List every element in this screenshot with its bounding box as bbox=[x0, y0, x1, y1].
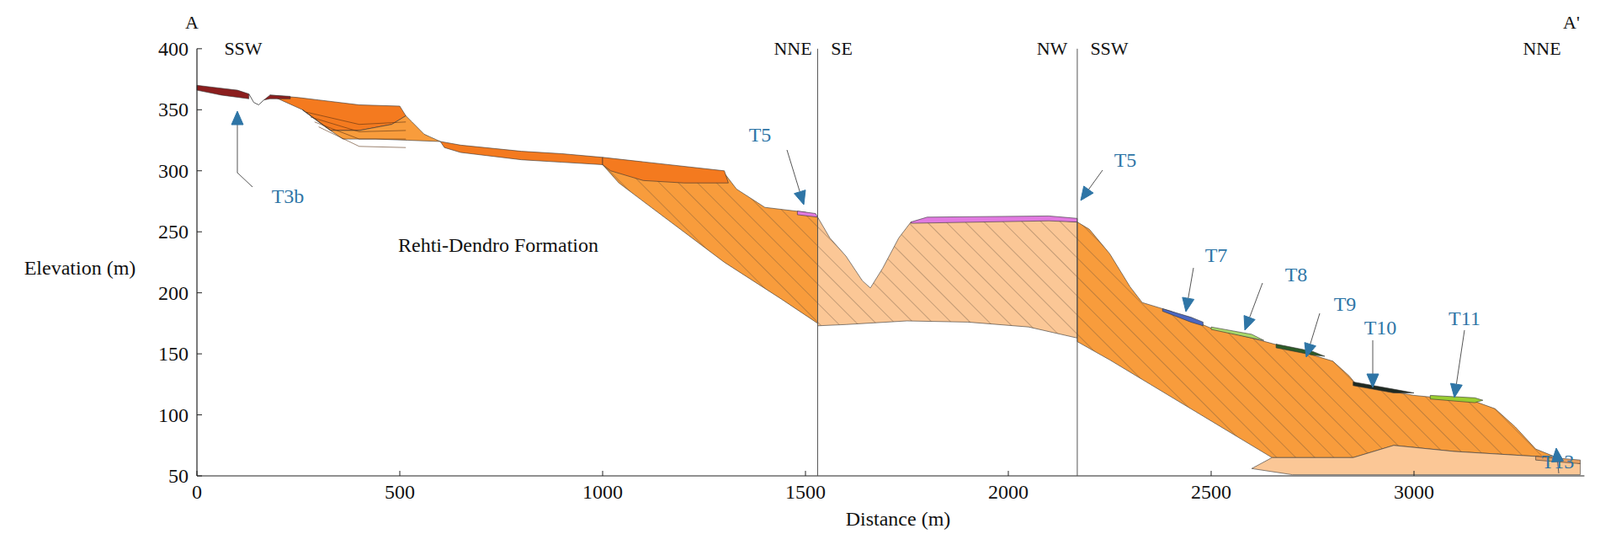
formation-name: Rehti-Dendro Formation bbox=[398, 234, 599, 256]
strata-unit bbox=[1353, 381, 1414, 393]
leader-line bbox=[237, 124, 253, 187]
axis-title: Elevation (m) bbox=[24, 257, 137, 278]
terrace-label: T5 bbox=[749, 124, 772, 145]
x-axis bbox=[196, 474, 1585, 476]
tick bbox=[196, 170, 202, 171]
tick-label: 350 bbox=[158, 99, 189, 120]
terrace-label: T9 bbox=[1334, 293, 1357, 314]
bedding-line bbox=[318, 127, 407, 149]
strata-hatch bbox=[1077, 222, 1561, 459]
strata-unit bbox=[1251, 445, 1580, 475]
tick bbox=[805, 470, 807, 476]
leader-line bbox=[1188, 267, 1194, 298]
bedding-line bbox=[314, 122, 406, 139]
tick bbox=[399, 470, 401, 476]
arrow-head bbox=[1366, 373, 1379, 388]
tick bbox=[196, 231, 202, 233]
tick-label: 1000 bbox=[582, 481, 623, 502]
tick bbox=[1008, 470, 1010, 476]
terrace-label: T10 bbox=[1364, 317, 1398, 338]
tick-label: 500 bbox=[384, 481, 415, 502]
direction: NNE bbox=[773, 39, 812, 59]
strata-unit bbox=[302, 109, 441, 142]
direction: NW bbox=[1036, 39, 1069, 59]
terrace-label: T5 bbox=[1114, 149, 1138, 171]
tick-label: 50 bbox=[168, 465, 189, 486]
channel bbox=[249, 94, 265, 106]
tick bbox=[196, 292, 202, 293]
direction: SSW bbox=[1089, 39, 1128, 59]
bedding-line bbox=[306, 111, 406, 125]
strata-unit bbox=[1077, 222, 1561, 459]
tick-label: 2500 bbox=[1190, 481, 1232, 502]
arrow-head bbox=[794, 190, 806, 205]
direction: NNE bbox=[1522, 39, 1561, 59]
tick-label: 2000 bbox=[988, 481, 1029, 502]
direction: SE bbox=[830, 39, 853, 59]
tick bbox=[196, 414, 202, 415]
strata-unit bbox=[797, 211, 818, 218]
terrace-label: T8 bbox=[1285, 264, 1308, 285]
leader-line bbox=[1372, 340, 1374, 374]
section-end: A bbox=[185, 13, 199, 32]
section-bend bbox=[817, 48, 819, 476]
tick-label: 250 bbox=[158, 221, 189, 242]
strata-hatch bbox=[818, 217, 1078, 339]
y-axis bbox=[196, 48, 197, 476]
strata-unit bbox=[196, 85, 250, 99]
terrace-label: T3b bbox=[271, 186, 305, 207]
tick bbox=[1413, 470, 1415, 476]
terrace-label: T7 bbox=[1205, 244, 1228, 266]
arrow-head bbox=[1182, 297, 1195, 312]
strata-unit bbox=[264, 95, 291, 101]
strata-unit bbox=[1429, 394, 1484, 403]
axis-title: Distance (m) bbox=[845, 508, 952, 529]
strata-unit bbox=[1211, 326, 1265, 341]
tick-label: 100 bbox=[158, 404, 189, 426]
tick bbox=[602, 470, 604, 476]
tick-label: 1500 bbox=[785, 481, 826, 502]
strata-unit bbox=[910, 215, 1078, 224]
leader-line bbox=[1456, 329, 1465, 384]
strata-hatch bbox=[602, 164, 819, 324]
tick bbox=[196, 470, 198, 476]
tick bbox=[1211, 470, 1212, 476]
leader-line bbox=[786, 149, 800, 192]
tick bbox=[196, 47, 202, 49]
tick-label: 150 bbox=[158, 343, 189, 364]
bedding-line bbox=[310, 116, 406, 132]
tick-label: 300 bbox=[158, 160, 189, 181]
section-end: A' bbox=[1562, 13, 1580, 32]
direction: SSW bbox=[223, 39, 262, 59]
terrace-label: T11 bbox=[1448, 308, 1481, 329]
terrace-label: T13 bbox=[1541, 451, 1575, 472]
tick bbox=[196, 109, 202, 111]
strata-unit bbox=[602, 157, 729, 183]
strata-unit bbox=[440, 141, 603, 165]
tick bbox=[196, 475, 202, 477]
arrow-head bbox=[1304, 342, 1316, 357]
tick-label: 0 bbox=[191, 481, 202, 502]
section-bend bbox=[1076, 48, 1078, 476]
tick-label: 200 bbox=[158, 282, 189, 303]
tick-label: 400 bbox=[158, 38, 189, 59]
strata-unit bbox=[818, 217, 1078, 339]
leader-line bbox=[1310, 313, 1320, 345]
tick-label: 3000 bbox=[1393, 481, 1435, 502]
arrow-head bbox=[1450, 382, 1462, 398]
leader-line bbox=[1088, 170, 1103, 190]
arrow-head bbox=[1243, 315, 1255, 330]
arrow-head bbox=[1080, 186, 1094, 201]
strata-unit bbox=[1275, 344, 1325, 357]
leader-line bbox=[1249, 282, 1263, 318]
arrow-head bbox=[231, 111, 244, 125]
strata-unit bbox=[602, 164, 819, 324]
tick bbox=[196, 353, 202, 355]
strata-unit bbox=[1162, 308, 1203, 326]
